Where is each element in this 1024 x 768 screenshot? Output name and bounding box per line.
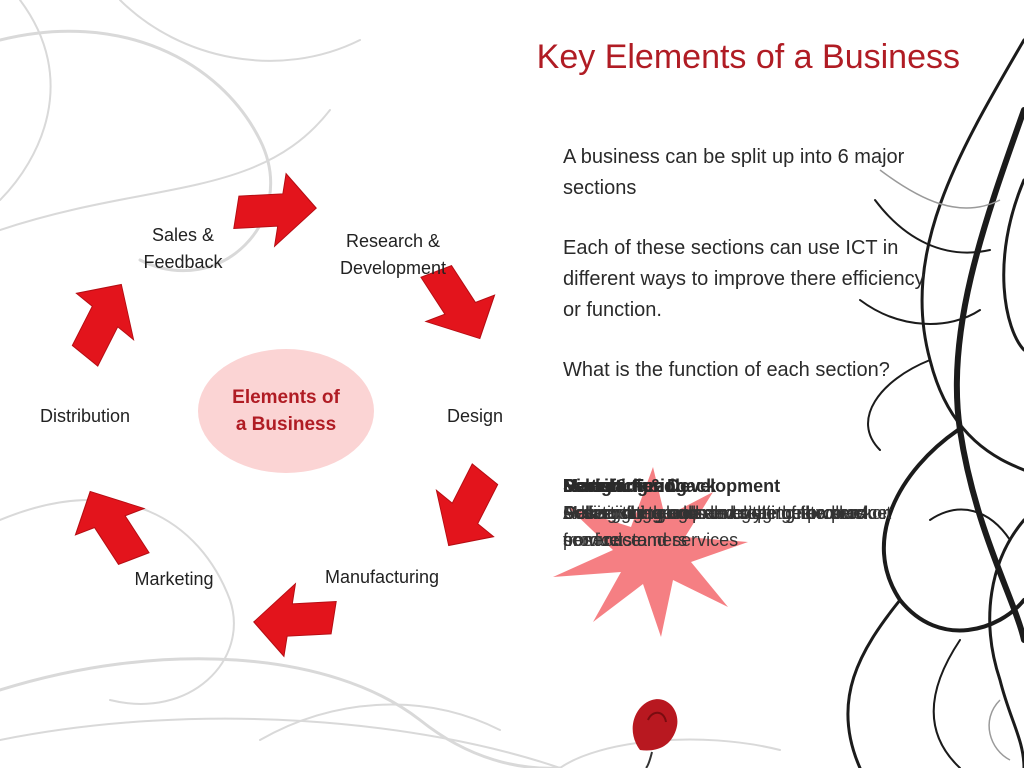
arrow-research-to-design <box>233 172 317 248</box>
arrow-sales-to-research <box>71 283 135 367</box>
label-manufacturing: Manufacturing <box>324 567 440 587</box>
burst-shape <box>553 467 748 637</box>
page-title: Key Elements of a Business <box>536 38 960 76</box>
label-marketing: Marketing <box>134 569 214 589</box>
description-heading: Sales & Feedback <box>563 476 717 496</box>
label-design: Design <box>446 406 504 426</box>
center-label: Elements of a Business <box>232 387 340 435</box>
description-heading: Design <box>563 476 624 496</box>
description-body: Selling the goods and getting feedback f… <box>563 503 874 550</box>
rose-ornament-icon <box>632 699 678 768</box>
description-body: Making the goods or creating the service <box>563 503 888 523</box>
description-heading: Manufacturing <box>563 476 687 496</box>
arrow-manufacturing-to-marketing <box>435 463 499 547</box>
label-research-development: Research & Development <box>339 231 447 278</box>
description-body: Advertising and promoting the product or… <box>563 503 889 550</box>
description-body: Researching and developing new products … <box>563 503 830 550</box>
description-heading: Marketing <box>563 476 649 496</box>
center-ellipse: Elements of a Business <box>198 349 374 473</box>
label-distribution: Distribution <box>39 406 131 426</box>
intro-paragraph-3: What is the function of each section? <box>563 359 890 381</box>
intro-paragraph-2: Each of these sections can use ICT in di… <box>563 237 925 321</box>
description-body: Creating the look and style of the produ… <box>563 503 892 550</box>
description-heading: Distribution <box>563 476 664 496</box>
description-heading: Research & Development <box>563 476 781 496</box>
arrow-design-to-manufacturing <box>420 264 496 340</box>
arrow-distribution-to-sales <box>74 490 150 566</box>
arrow-marketing-to-distribution <box>253 582 337 658</box>
description-body: Delivering the goods to the customers <box>563 503 866 523</box>
label-sales-feedback: Sales & Feedback <box>143 225 223 272</box>
intro-paragraph-1: A business can be split up into 6 major … <box>563 146 905 199</box>
